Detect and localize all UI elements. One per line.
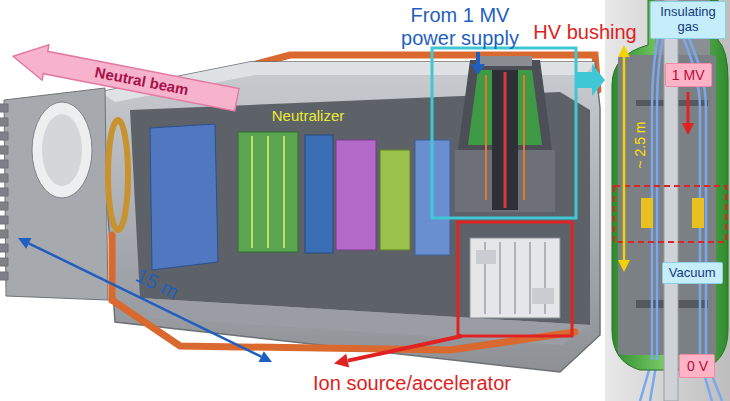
insulator-block [641, 198, 653, 228]
dimension-arrow [618, 260, 630, 272]
node-text: 0 V [686, 358, 708, 374]
gold-ring [108, 120, 128, 230]
supply-label: From 1 MV power supply [393, 4, 528, 50]
center-column [664, 0, 678, 401]
callout-arrow [334, 354, 349, 368]
tube [652, 20, 706, 360]
part-label: Ion source/accelerator [313, 372, 511, 395]
dump-plate [305, 135, 333, 253]
bushing-core [492, 70, 518, 210]
bushing-cap [478, 56, 532, 66]
ion-source [470, 238, 560, 318]
node-text: Insulating gas [657, 5, 719, 35]
dimension-arrow [29, 243, 261, 356]
hv-bushing-tower [455, 56, 555, 212]
neutralizer-plate [283, 136, 285, 248]
callout-frame [432, 48, 576, 218]
coil-pipe [112, 300, 575, 350]
voltage-box: 1 MV [665, 63, 712, 87]
voltage-box: 0 V [679, 354, 715, 378]
callout-arrow [576, 64, 605, 96]
neutralizer-plate [238, 132, 298, 252]
callout-arrow [348, 336, 462, 361]
flange-ribs [0, 104, 8, 280]
supply-arrow [471, 64, 485, 75]
dimension-arrow [618, 45, 630, 57]
voltage-arrow [682, 123, 694, 135]
insulator-block [692, 198, 704, 228]
neutralizer-plate [267, 136, 269, 248]
node-text: 1 MV [672, 67, 705, 83]
part-label: HV bushing [533, 21, 636, 44]
dimension-label: ~ 2.5 m [632, 118, 648, 171]
callout-frame [458, 222, 572, 336]
ion-dump [336, 140, 376, 250]
beam-plate [150, 124, 218, 270]
part-label: Neutralizer [272, 107, 345, 124]
region-box: Vacuum [662, 262, 723, 285]
flange-opening [32, 102, 92, 198]
panel-ground [605, 0, 730, 401]
callouts [18, 48, 605, 367]
ion-source [476, 250, 496, 264]
bushing-cutaway [605, 0, 730, 401]
node-text: Vacuum [669, 266, 716, 281]
ion-source [532, 288, 554, 304]
flange-opening [42, 114, 82, 186]
dump-plate [380, 150, 410, 250]
voltage-arrow [687, 92, 690, 125]
supply-arrow [476, 52, 480, 66]
bushing-conductor [504, 72, 507, 208]
coil-pipe [109, 235, 116, 300]
dimension-arrow [18, 238, 31, 249]
dimension-arrow [623, 57, 626, 260]
neutralizer-plate [251, 136, 253, 248]
injector-vessel [0, 55, 600, 372]
arrow-shape [10, 39, 241, 118]
flange [4, 88, 108, 300]
dimension-arrow [259, 351, 272, 362]
dashed-frame [614, 186, 726, 242]
region-box: Insulating gas [650, 1, 726, 39]
